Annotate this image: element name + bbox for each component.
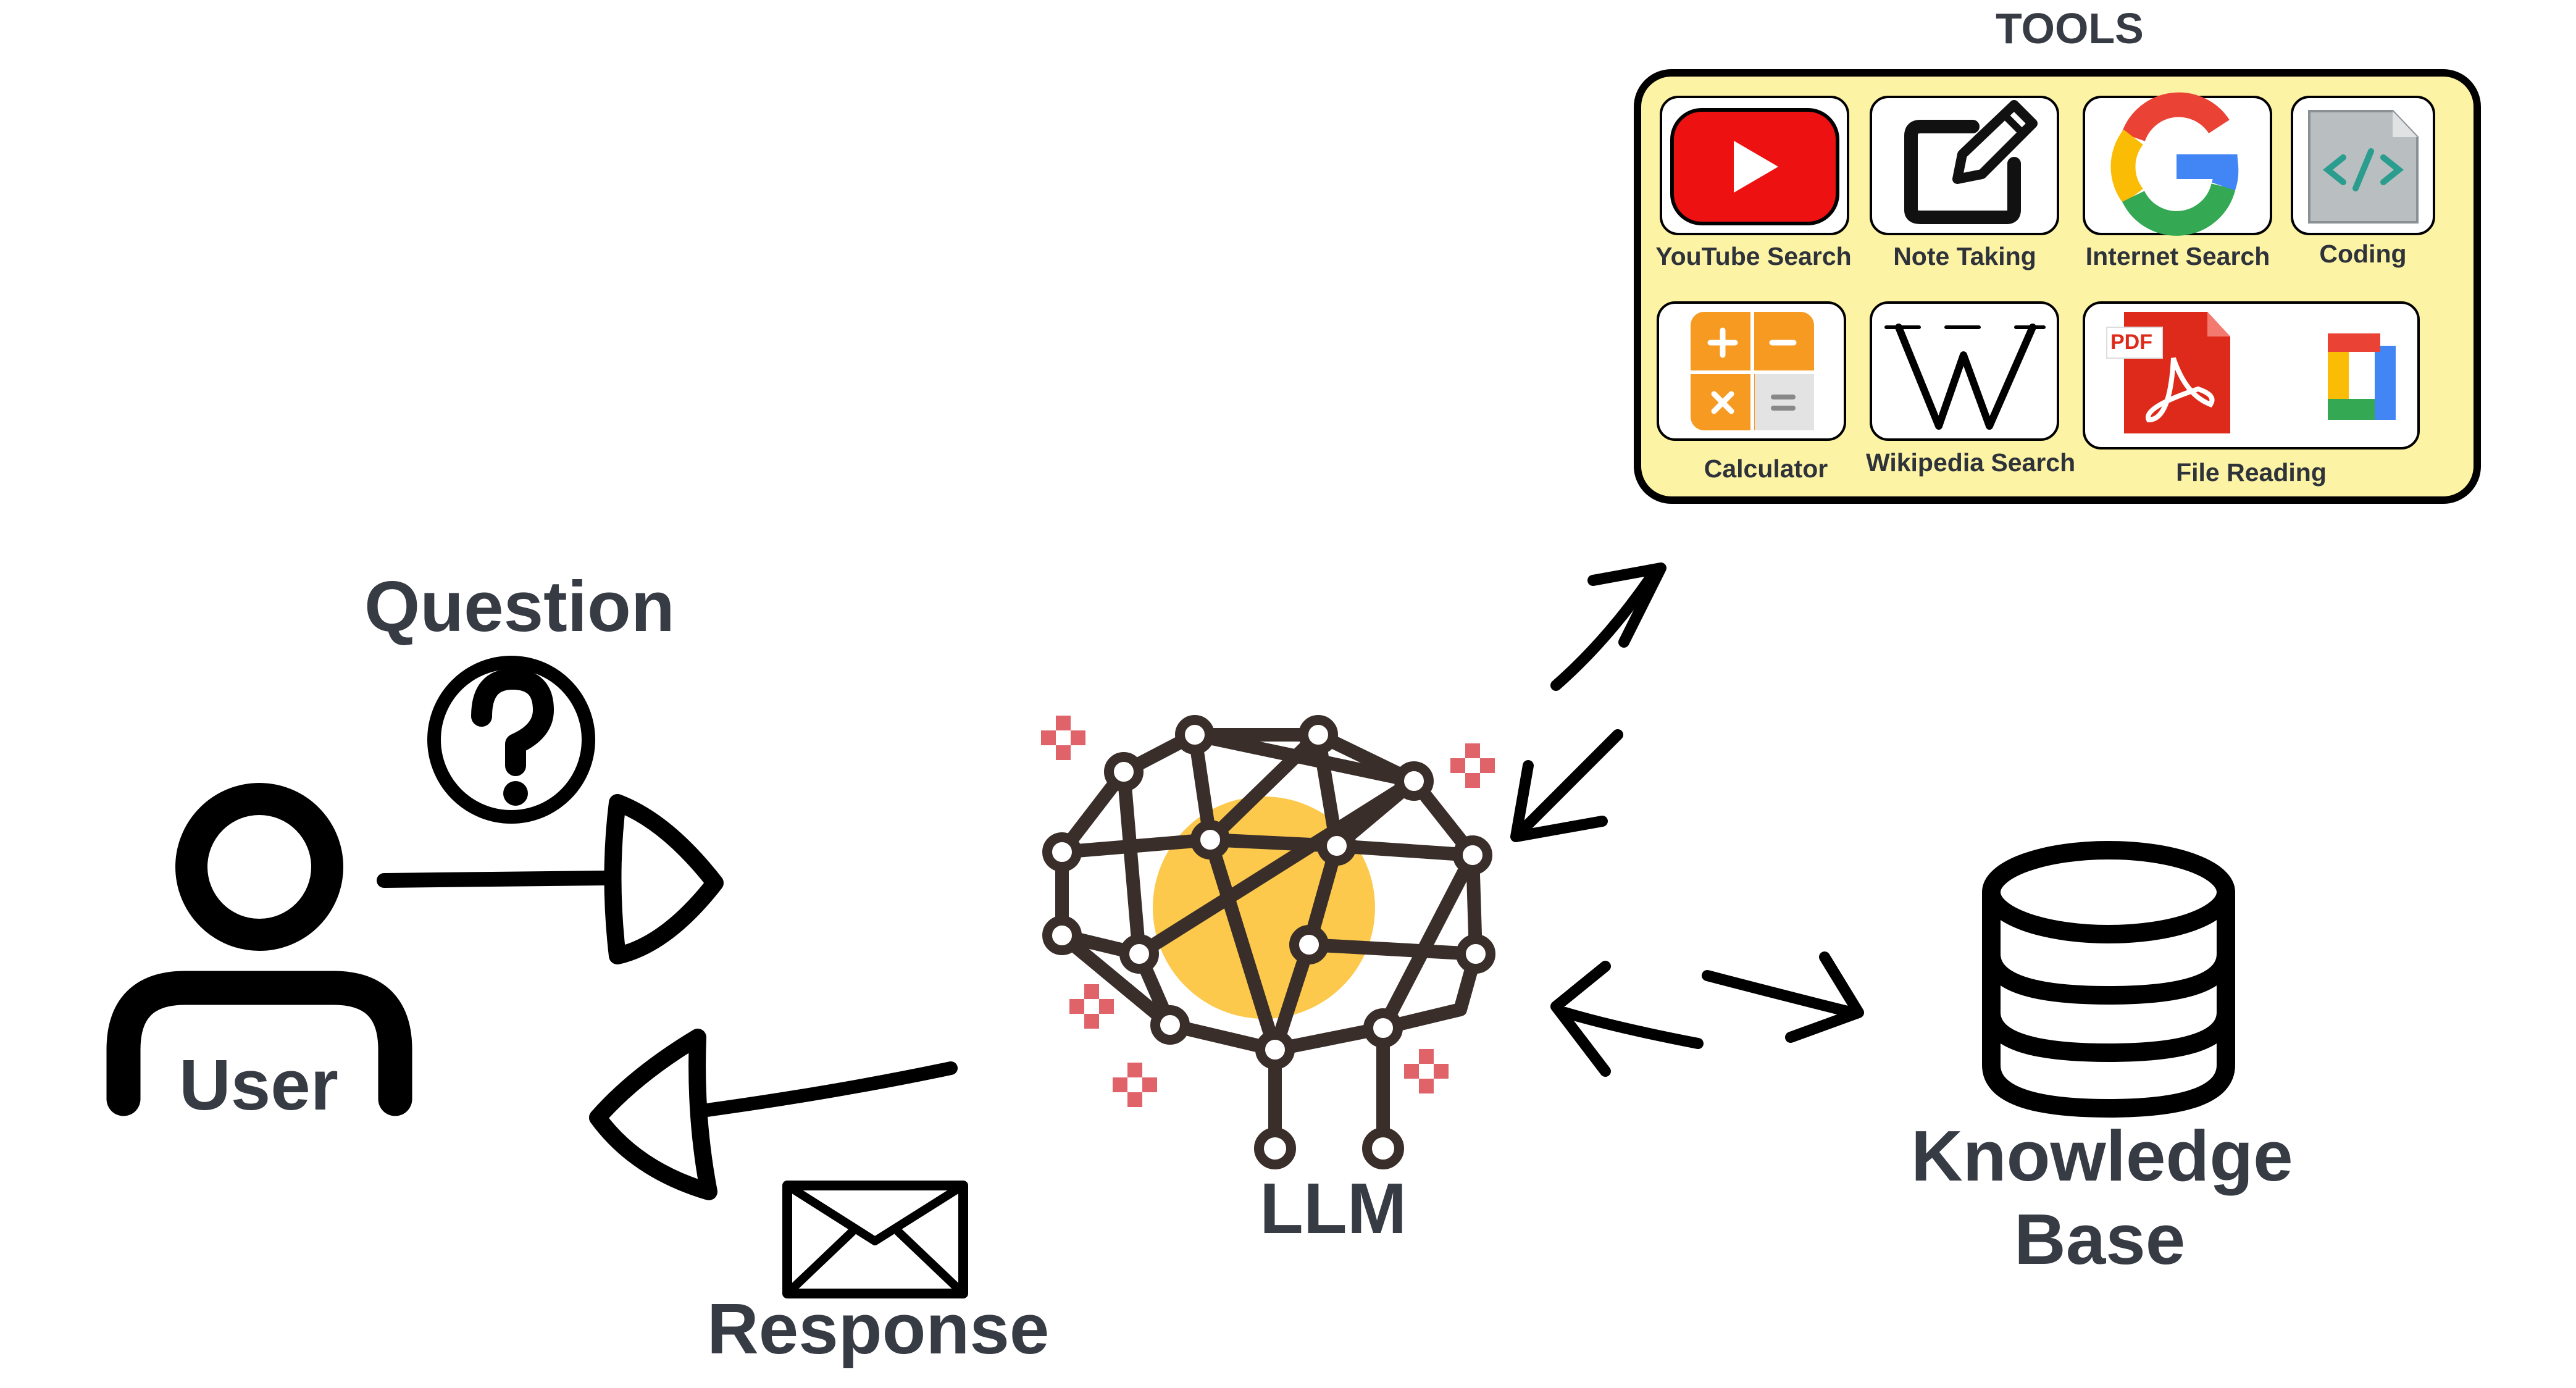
tool-label-youtube: YouTube Search <box>1655 242 1852 270</box>
user-label: User <box>179 1045 338 1125</box>
tool-label-calculator: Calculator <box>1704 454 1828 483</box>
envelope-icon <box>782 1181 968 1298</box>
tools-title: TOOLS <box>1996 4 2144 52</box>
response-label: Response <box>707 1289 1050 1369</box>
knowledge-arrows <box>1550 951 1864 1077</box>
user-icon <box>106 783 412 1116</box>
tool-label-coding: Coding <box>2319 240 2407 268</box>
database-icon <box>1982 841 2235 1118</box>
tool-tile-wikipedia <box>1870 301 2059 441</box>
google-icon <box>2110 92 2239 236</box>
sparkle-icons <box>1041 716 1495 1107</box>
tool-label-wikipedia: Wikipedia Search <box>1866 448 2076 477</box>
note-edit-icon <box>1904 100 2038 224</box>
question-label: Question <box>364 566 675 646</box>
pdf-tag-text: PDF <box>2110 330 2152 354</box>
tools-arrows <box>1510 562 1666 842</box>
response-arrow <box>589 1029 958 1200</box>
brain-network-icon <box>1042 715 1495 1169</box>
code-file-icon <box>2308 110 2419 224</box>
youtube-icon <box>1670 108 1839 225</box>
pdf-icon <box>2106 312 2230 433</box>
knowledge-base-label-line1: Knowledge <box>1911 1116 2293 1196</box>
tool-label-note: Note Taking <box>1893 242 2036 270</box>
tool-label-file-reading: File Reading <box>2176 458 2327 487</box>
question-icon <box>427 656 595 824</box>
tools-panel <box>1634 69 2481 504</box>
question-arrow <box>377 794 724 964</box>
calculator-icon <box>1691 312 1814 430</box>
knowledge-base-label-line2: Base <box>2014 1199 2186 1279</box>
wikipedia-icon <box>1884 324 2046 430</box>
llm-label: LLM <box>1260 1168 1407 1248</box>
tool-label-internet: Internet Search <box>2085 242 2270 270</box>
docs-icon <box>2328 333 2396 420</box>
